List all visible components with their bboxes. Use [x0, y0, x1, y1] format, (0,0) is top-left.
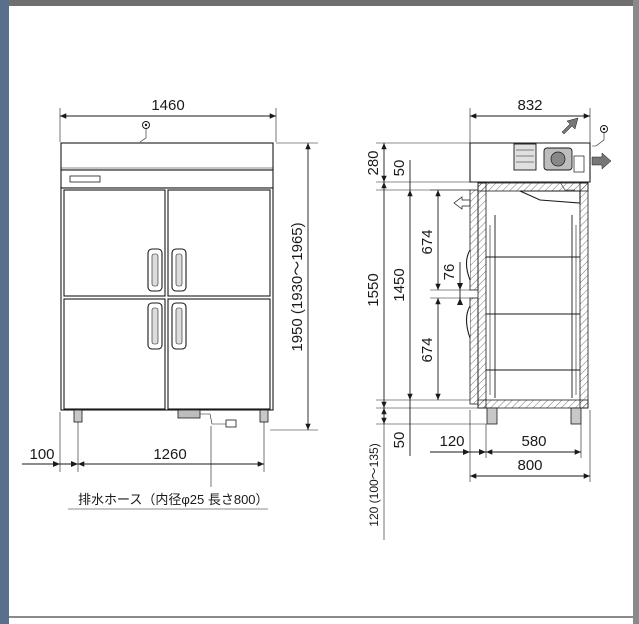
side-top-wall [477, 182, 589, 192]
side-upper-door [469, 189, 479, 291]
side-rear-wall [579, 182, 589, 409]
dim-top-gap: 50 [391, 160, 408, 177]
door-handle-icon [147, 248, 187, 350]
frame-border-left [0, 0, 9, 624]
dim-bottom-gap: 50 [391, 432, 408, 449]
side-leg-rear [570, 407, 582, 425]
dim-lower-door: 674 [419, 337, 436, 362]
drain-hose-note: 排水ホース（内径φ25 長さ800） [78, 492, 269, 507]
compressor-icon [513, 143, 537, 171]
front-top-panel [60, 142, 274, 171]
side-lower-door [469, 297, 479, 405]
dim-side-depth-top: 832 [517, 97, 542, 114]
dim-door-gap: 76 [441, 264, 458, 281]
exhaust-arrow-icon [453, 117, 612, 210]
drain-fitting-icon [139, 121, 150, 143]
side-drain-fitting-icon [592, 125, 608, 147]
dim-cabinet-height: 1550 [365, 273, 382, 306]
front-view: 1460 [22, 97, 318, 510]
dim-leg-span: 1260 [153, 446, 186, 463]
dim-front-width: 1460 [151, 97, 184, 114]
dim-door-depth: 120 [439, 433, 464, 450]
nameplate-icon [69, 175, 101, 183]
dim-leg-height: 120 (100～135) [367, 443, 381, 526]
frame-border-right [633, 0, 639, 624]
leg-left [73, 409, 83, 423]
frame-border-top [0, 0, 639, 6]
dim-upper-door: 674 [419, 229, 436, 254]
evaporator-duct [519, 190, 581, 204]
side-front-wall [477, 182, 487, 409]
dim-side-depth-bottom: 800 [517, 457, 542, 474]
dim-front-height: 1950 (1930～1965) [289, 222, 306, 351]
side-bottom-wall [477, 399, 589, 409]
side-view: 832 [365, 97, 612, 540]
dim-machine-height: 280 [365, 150, 382, 175]
dim-interior-height: 1450 [391, 268, 408, 301]
leg-right [259, 409, 269, 423]
drain-box-icon [177, 409, 201, 419]
dim-leg-offset: 100 [29, 446, 54, 463]
dim-body-depth: 580 [521, 433, 546, 450]
side-leg-front [486, 407, 498, 425]
